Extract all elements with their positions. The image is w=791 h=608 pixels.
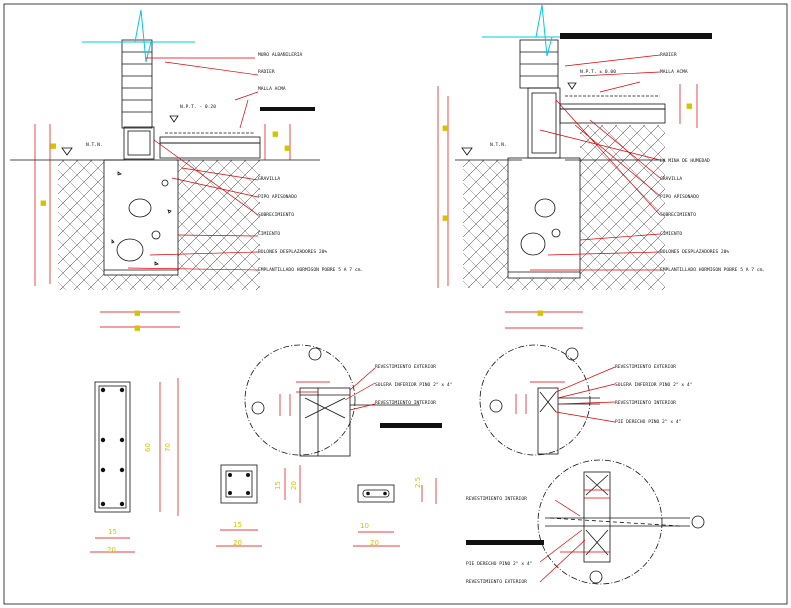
label-sobrecimiento: SOBRECIMIENTO [258,212,294,218]
dim-sq-w2: 20 [233,539,242,547]
label-bolones-r: BOLONES DESPLAZADORES 20% [660,249,729,255]
label-npt: N.P.T. - 0.20 [180,104,216,110]
svg-text:■: ■ [50,142,57,150]
dim-col-h1: 60 [144,443,152,452]
svg-text:■: ■ [284,144,291,152]
label-gravilla-r: GRAVILLA [660,176,682,182]
label-c-rev-int: REVESTIMIENTO INTERIOR [466,496,527,502]
dim-sq-w1: 15 [233,521,242,529]
sheet-border [3,3,788,605]
right-foundation-section: ■ ■ ■ ■ RADIER MALLA ACMA N.P.T. ± 0.00 N… [437,4,765,329]
svg-text:■: ■ [40,199,47,207]
column-section-tall: 60 70 15 20 [90,378,179,554]
dim-bar-w1: 10 [360,522,369,530]
label-emplantillado-r: EMPLANTILLADO HORMIGON POBRE 5 A 7 cm. [660,267,765,273]
label-piso-r: PIPO APISONADO [660,194,699,200]
dim-sq-h1: 15 [274,481,282,490]
label-a-solera: SOLERA INFERIOR PINO 2" x 4" [375,382,452,388]
dim-col-w2: 20 [107,546,116,554]
label-b-rev-int: REVESTIMIENTO INTERIOR [615,400,676,406]
detail-c: REVESTIMIENTO INTERIOR PIE DERECHO PINO … [466,459,705,585]
svg-text:■: ■ [686,102,693,110]
label-b-rev-ext: REVESTIMIENTO EXTERIOR [615,364,676,370]
label-lamina-r: LA MINA DE HUMEDAD [660,158,710,164]
bar-section-flat: 2.5 10 20 [353,477,437,547]
label-piso: PIPO APISONADO [258,194,297,200]
label-npt-r: N.P.T. ± 0.00 [580,69,616,75]
svg-text:■: ■ [537,309,544,317]
left-foundation-section: ■ ■ ■ ■ ■ ■ MURO ALBAÑILERIA RADIER MALLA … [10,9,363,332]
dim-sq-h2: 20 [290,481,298,490]
label-radier-r: RADIER [660,52,677,58]
label-ntn-r: N.T.N. [490,142,507,148]
label-bolones: BOLONES DESPLAZADORES 20% [258,249,327,255]
dim-bar-h: 2.5 [414,477,422,488]
label-cimiento-r: CIMIENTO [660,231,682,237]
svg-text:■: ■ [134,324,141,332]
label-a-rev-int: REVESTIMIENTO INTERIOR [375,400,436,406]
svg-text:■: ■ [272,130,279,138]
dim-col-h2: 70 [164,443,172,452]
label-a-rev-ext: REVESTIMIENTO EXTERIOR [375,364,436,370]
dim-col-w1: 15 [108,528,117,536]
label-c-rev-ext: REVESTIMIENTO EXTERIOR [466,579,527,585]
label-emplantillado: EMPLANTILLADO HORMIGON POBRE 5 A 7 cm. [258,267,363,273]
label-gravilla: GRAVILLA [258,176,280,182]
label-sobrecimiento-r: SOBRECIMIENTO [660,212,696,218]
svg-text:■: ■ [442,124,449,132]
label-ntn: N.T.N. [86,142,103,148]
label-b-pie: PIE DERECHO PINO 2" x 4" [615,419,681,425]
label-malla: MALLA ACMA [258,86,286,92]
dim-bar-w2: 20 [370,539,379,547]
label-cimiento: CIMIENTO [258,231,280,237]
label-b-solera: SOLERA INFERIOR PINO 2" x 4" [615,382,692,388]
detail-b: REVESTIMIENTO EXTERIOR SOLERA INFERIOR P… [479,344,692,456]
svg-text:■: ■ [134,309,141,317]
label-malla-r: MALLA ACMA [660,69,688,75]
label-c-pie: PIE DERECHO PINO 2" x 4" [466,561,532,567]
label-radier: RADIER [258,69,275,75]
label-muro: MURO ALBAÑILERIA [258,51,302,58]
svg-text:■: ■ [442,214,449,222]
column-section-square: 15 20 15 20 [216,464,301,547]
detail-a: REVESTIMIENTO EXTERIOR SOLERA INFERIOR P… [244,344,452,457]
